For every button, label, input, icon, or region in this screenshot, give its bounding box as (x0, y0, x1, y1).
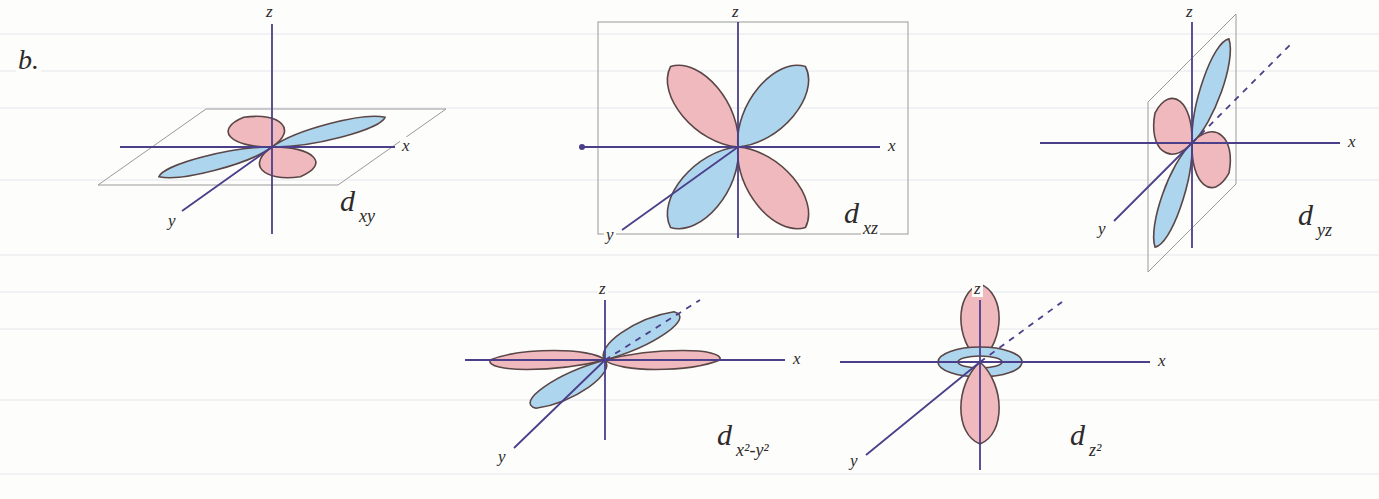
orbital-lobe (721, 52, 823, 161)
y-axis (514, 360, 605, 448)
orbital-symbol: d (338, 186, 357, 216)
axis-label: x (791, 350, 803, 367)
z-axis (979, 300, 981, 470)
x-axis (1040, 142, 1340, 144)
section-letter: b. (16, 46, 41, 74)
orbital-symbol: d (842, 198, 861, 228)
axis-label: z (1184, 3, 1195, 20)
y-axis-back (605, 300, 700, 360)
axis-label: z (264, 3, 275, 20)
axis-label: y (604, 226, 616, 243)
ruled-line (0, 329, 1379, 330)
dz2-orbital (840, 284, 1150, 470)
y-axis (1114, 143, 1192, 221)
axis-label: z (972, 280, 983, 297)
x-axis (465, 359, 785, 361)
y-axis (182, 147, 272, 211)
orbital-subscript: z² (1087, 441, 1103, 459)
y-axis (622, 147, 738, 230)
axis-label: x (400, 137, 412, 154)
dxy-orbital (98, 24, 446, 234)
y-axis-back (1192, 45, 1290, 143)
x-axis (120, 146, 395, 148)
xz-plane (598, 22, 908, 234)
orbital-subscript: xy (357, 207, 377, 225)
ruled-line (0, 34, 1379, 35)
orbital-subscript: xz (861, 219, 880, 237)
dxz-orbital (579, 22, 908, 242)
axis-label: x (1346, 133, 1358, 150)
axis-label: x (886, 137, 898, 154)
axis-dot (579, 144, 585, 150)
x-axis (582, 146, 880, 148)
x-axis (840, 361, 1150, 363)
axis-label: z (730, 3, 741, 20)
axis-label: x (1156, 352, 1168, 369)
orbital-symbol: d (1068, 420, 1087, 450)
axis-label: y (166, 212, 178, 229)
ruled-line (0, 292, 1379, 293)
axis-label: y (496, 448, 508, 465)
z-axis (604, 300, 606, 440)
ruled-line (0, 400, 1379, 401)
z-axis (1191, 22, 1193, 248)
z-axis (271, 24, 273, 234)
orbital-subscript: yz (1315, 221, 1334, 239)
ruled-lines (0, 34, 1379, 474)
axis-label: y (1096, 220, 1108, 237)
orbital-symbol: d (715, 420, 734, 450)
z-axis (737, 22, 739, 238)
orbital-symbol: d (1296, 200, 1315, 230)
orbital-subscript: x²-y² (734, 441, 771, 459)
axis-label: y (848, 452, 860, 469)
dyz-orbital (1040, 14, 1340, 272)
ruled-line (0, 474, 1379, 475)
y-axis-back (980, 302, 1062, 362)
y-axis (866, 362, 980, 455)
ruled-line (0, 255, 1379, 256)
orbital-lobe (514, 360, 628, 408)
axis-label: z (597, 280, 608, 297)
